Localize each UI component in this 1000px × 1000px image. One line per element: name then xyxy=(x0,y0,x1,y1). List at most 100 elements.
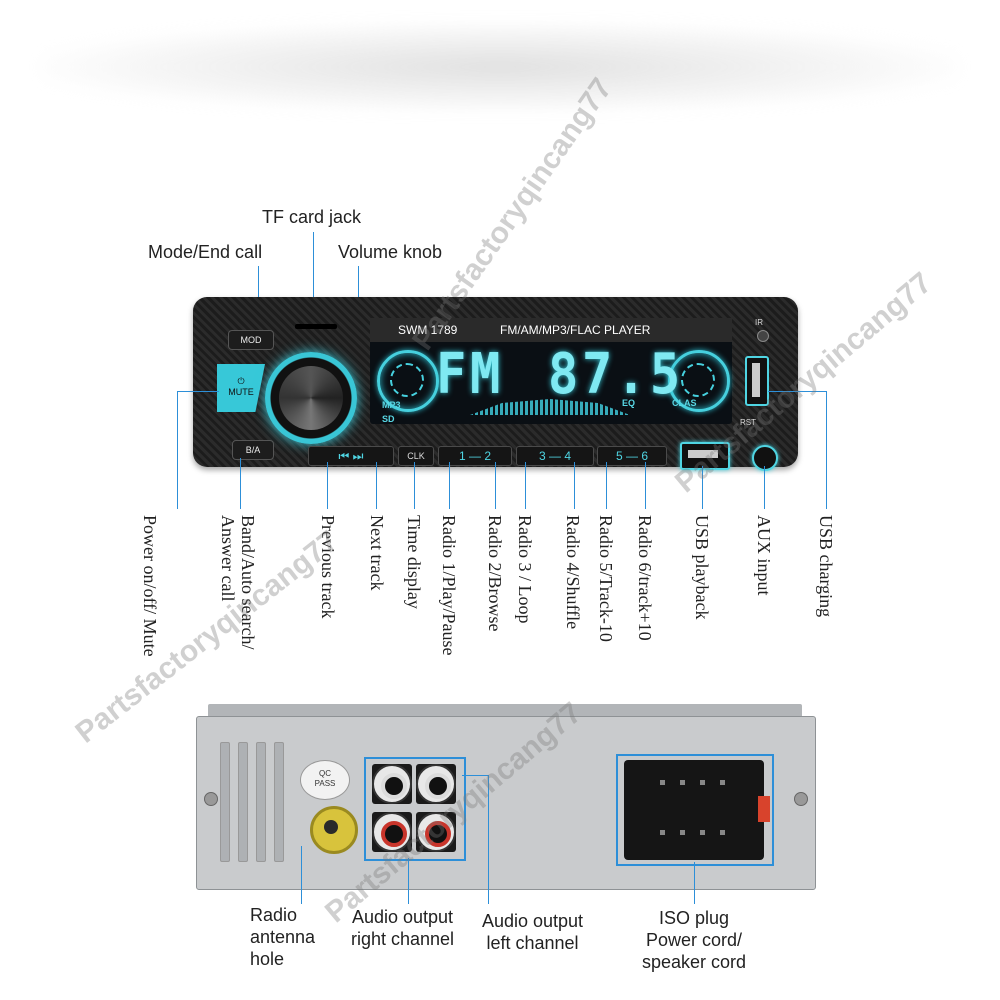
band-leader xyxy=(240,458,241,509)
audio-left-leader-h xyxy=(462,775,488,776)
iso-leader xyxy=(694,862,695,904)
mp3-indicator: MP3 xyxy=(382,400,401,410)
aux-leader xyxy=(764,466,765,509)
label-radio3: Radio 3 / Loop xyxy=(515,515,535,624)
prev-next-button[interactable]: ⏮ ⏭ xyxy=(308,446,394,466)
iso-pin xyxy=(680,830,685,835)
label-band: Band/Auto search/ Answer call xyxy=(218,515,258,650)
preset-1-2-button[interactable]: 1 — 2 xyxy=(438,446,512,466)
ir-label: IR xyxy=(755,318,763,327)
rib xyxy=(238,742,248,862)
fuse xyxy=(758,796,770,822)
model-label: SWM 1789 xyxy=(398,323,458,337)
iso-pin xyxy=(660,830,665,835)
usb-charge-leader-h xyxy=(768,391,826,392)
display-header: SWM 1789 FM/AM/MP3/FLAC PLAYER xyxy=(370,318,732,342)
label-usb-playback: USB playback xyxy=(692,515,712,620)
aux-input-jack[interactable] xyxy=(752,445,778,471)
r3-leader xyxy=(525,462,526,509)
eq-indicator: EQ xyxy=(622,398,636,408)
label-power: Power on/off/ Mute xyxy=(140,515,160,657)
label-radio5: Radio 5/Track-10 xyxy=(596,515,616,642)
volume-label: Volume knob xyxy=(338,242,443,262)
rib xyxy=(220,742,230,862)
sd-indicator: SD xyxy=(382,414,395,424)
rst-label: RST xyxy=(740,418,756,427)
iso-connector[interactable] xyxy=(624,760,764,860)
left-swirl-graphic xyxy=(377,350,439,412)
audio-left-leader-v xyxy=(488,775,489,904)
mode-button[interactable]: MOD xyxy=(228,330,274,350)
ir-sensor xyxy=(757,330,769,342)
label-audio-right: Audio output right channel xyxy=(350,907,455,949)
preset-3-4-button[interactable]: 3 — 4 xyxy=(516,446,594,466)
label-radio2: Radio 2/Browse xyxy=(485,515,505,632)
rib xyxy=(274,742,284,862)
label-time: Time display xyxy=(404,515,424,609)
clk-leader xyxy=(414,462,415,509)
label-prev: Previous track xyxy=(318,515,338,619)
band-readout: FM xyxy=(436,342,504,407)
blurred-banner xyxy=(40,22,960,112)
label-radio1: Radio 1/Play/Pause xyxy=(439,515,459,656)
right-screw xyxy=(794,792,808,806)
mode-end-label: Mode/End call xyxy=(148,242,263,262)
qc-pass-text: QC PASS xyxy=(314,769,336,788)
antenna-leader xyxy=(301,846,302,904)
rca-white-top-2[interactable] xyxy=(416,764,456,804)
iso-pin xyxy=(720,830,725,835)
clas-indicator: CLAS xyxy=(672,398,697,408)
clock-button[interactable]: CLK xyxy=(398,446,434,466)
iso-pin xyxy=(720,780,725,785)
band-button[interactable]: B/A xyxy=(232,440,274,460)
r4-leader xyxy=(574,462,575,509)
label-antenna: Radio antenna hole xyxy=(250,905,316,969)
power-leader-h xyxy=(177,391,219,392)
label-audio-left: Audio output left channel xyxy=(481,911,584,953)
left-screw xyxy=(204,792,218,806)
label-iso: ISO plug Power cord/ speaker cord xyxy=(641,908,747,972)
iso-pin xyxy=(680,780,685,785)
antenna-socket[interactable] xyxy=(310,806,358,854)
r2-leader xyxy=(495,462,496,509)
usb-playback-port[interactable] xyxy=(680,442,730,470)
label-radio4: Radio 4/Shuffle xyxy=(563,515,583,630)
back-top-edge xyxy=(208,704,802,718)
frequency-readout: 87.5 xyxy=(548,342,684,407)
player-title: FM/AM/MP3/FLAC PLAYER xyxy=(500,323,651,337)
rca-white-top[interactable] xyxy=(372,764,412,804)
r1-leader xyxy=(449,462,450,509)
r5-leader xyxy=(606,462,607,509)
next-leader xyxy=(376,462,377,509)
rca-red-bottom-2[interactable] xyxy=(416,812,456,852)
r6-leader xyxy=(645,462,646,509)
rca-red-bottom[interactable] xyxy=(372,812,412,852)
usb-charge-leader-v xyxy=(826,391,827,509)
tf-leader xyxy=(313,232,314,324)
mute-label: MUTE xyxy=(228,387,254,397)
rca-outline xyxy=(364,757,466,861)
usb-leader xyxy=(702,466,703,509)
power-leader-v xyxy=(177,391,178,509)
audio-right-leader xyxy=(408,858,409,904)
iso-pin xyxy=(700,830,705,835)
iso-pin xyxy=(660,780,665,785)
prev-leader xyxy=(327,462,328,509)
label-aux: AUX input xyxy=(754,515,774,596)
label-radio6: Radio 6/track+10 xyxy=(635,515,655,641)
rib xyxy=(256,742,266,862)
qc-pass-sticker: QC PASS xyxy=(300,760,350,800)
label-usb-charging: USB charging xyxy=(816,515,836,618)
preset-5-6-button[interactable]: 5 — 6 xyxy=(597,446,667,466)
iso-pin xyxy=(700,780,705,785)
right-swirl-graphic xyxy=(668,350,730,412)
volume-knob-cap xyxy=(279,366,343,430)
label-next: Next track xyxy=(367,515,387,591)
power-icon: ⏻ xyxy=(237,376,245,386)
mute-button[interactable]: ⏻ MUTE xyxy=(217,364,265,412)
iso-outline xyxy=(616,754,774,866)
tf-card-slot[interactable] xyxy=(295,324,337,329)
tf-card-label: TF card jack xyxy=(262,207,362,227)
usb-charging-port[interactable] xyxy=(745,356,769,406)
eq-bars-graphic xyxy=(470,399,630,415)
